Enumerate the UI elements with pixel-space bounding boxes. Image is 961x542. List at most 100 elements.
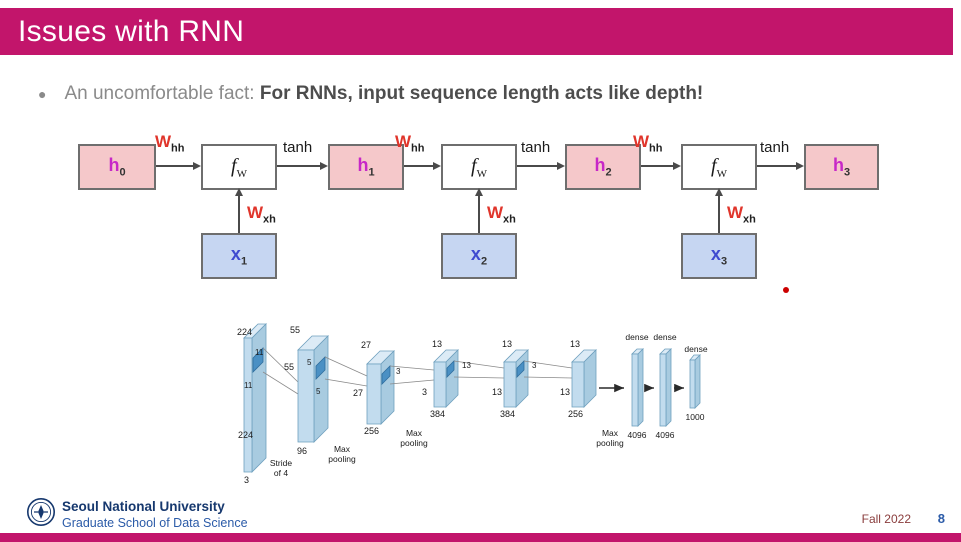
cnn-dense2 <box>659 348 672 427</box>
h0-box: h0 <box>78 144 156 190</box>
cnn-label: 5 <box>316 387 321 396</box>
layer-face <box>366 363 382 425</box>
arrow-f3-to-h3 <box>757 162 804 170</box>
layer-face <box>571 361 585 408</box>
f-w-box-3: fW <box>681 144 757 190</box>
title-bar: Issues with RNN <box>0 8 953 55</box>
h0-label: h0 <box>108 155 126 179</box>
cone-line <box>389 379 435 385</box>
cnn-label: 1000 <box>686 412 705 422</box>
layer-face <box>631 353 639 427</box>
slide-title: Issues with RNN <box>18 14 245 48</box>
cone-line <box>453 376 505 379</box>
cursor-dot <box>783 287 789 293</box>
f-w-box-2: fW <box>441 144 517 190</box>
h2-label: h2 <box>594 155 612 179</box>
cnn-conv2-layer <box>366 350 435 425</box>
tanh-label-2: tanh <box>521 139 551 156</box>
layer-face <box>637 348 644 427</box>
arrow-h1-to-f2 <box>404 162 441 170</box>
conv-kernel <box>516 360 525 378</box>
cnn-label: of 4 <box>274 468 288 478</box>
w-xh-label-2: Wxh <box>487 203 516 226</box>
layer-face <box>251 323 267 473</box>
cnn-label: dense <box>653 332 676 342</box>
w-hh-label-2: Whh <box>395 132 425 155</box>
cnn-label: 11 <box>255 348 264 357</box>
bullet-text: An uncomfortable fact: For RNNs, input s… <box>64 82 703 106</box>
cnn-label: 256 <box>364 426 379 436</box>
w-hh-label-3: Whh <box>633 132 663 155</box>
cone-line <box>262 347 299 383</box>
h2-box: h2 <box>565 144 641 190</box>
layer-face <box>659 353 667 427</box>
footer-school: Graduate School of Data Science <box>62 516 248 530</box>
cnn-label: 13 <box>502 339 512 349</box>
cnn-label: 13 <box>560 387 570 397</box>
cnn-input-layer <box>243 323 299 473</box>
arrow-f1-to-h1 <box>277 162 328 170</box>
layer-face <box>297 349 315 443</box>
cnn-label: 3 <box>422 387 427 397</box>
cnn-label: 3 <box>396 367 401 376</box>
bullet-text-normal: An uncomfortable fact: <box>64 83 260 104</box>
cnn-label: 4096 <box>628 430 647 440</box>
arrow-x2-to-f2 <box>475 188 483 233</box>
cone-line <box>324 378 368 387</box>
cnn-label: 224 <box>238 430 253 440</box>
cnn-label: 96 <box>297 446 307 456</box>
conv-kernel <box>252 347 264 373</box>
h1-label: h1 <box>357 155 375 179</box>
conv-kernel <box>315 356 326 380</box>
layer-face <box>380 350 395 425</box>
arrow-f2-to-h2 <box>517 162 565 170</box>
footer-term: Fall 2022 <box>861 512 911 526</box>
x1-label: x1 <box>230 244 248 268</box>
cone-line <box>453 360 505 369</box>
cnn-dense1 <box>631 348 644 427</box>
cnn-diagram: 224 11 11 224 3 Stride of 4 55 55 5 5 96… <box>237 323 708 485</box>
cnn-label: 13 <box>492 387 502 397</box>
page-number: 8 <box>937 511 945 526</box>
cnn-label: 27 <box>353 388 363 398</box>
cnn-label: pooling <box>400 438 428 448</box>
cnn-conv1-layer <box>297 335 368 443</box>
arrow-h0-to-f1 <box>156 162 201 170</box>
h3-label: h3 <box>832 155 851 179</box>
cnn-label: 224 <box>237 327 252 337</box>
arrow-x1-to-f1 <box>235 188 243 233</box>
cnn-label: Max <box>602 428 619 438</box>
cnn-conv3-layer <box>433 349 505 408</box>
cnn-label: 384 <box>430 409 445 419</box>
cnn-label: dense <box>684 344 707 354</box>
f-w-label-3: fW <box>711 154 727 180</box>
w-xh-label-1: Wxh <box>247 203 276 226</box>
layer-face <box>665 348 672 427</box>
cnn-label: 5 <box>307 358 312 367</box>
x3-box: x3 <box>681 233 757 279</box>
layer-face <box>694 354 701 409</box>
f-w-label-1: fW <box>231 154 247 180</box>
cnn-conv4-layer <box>503 349 573 408</box>
cone-line <box>262 371 299 395</box>
layer-face <box>689 359 696 409</box>
cnn-label: pooling <box>328 454 356 464</box>
cnn-label: 4096 <box>656 430 675 440</box>
cnn-label: Max <box>334 444 351 454</box>
arrow-h2-to-f3 <box>641 162 681 170</box>
cnn-label: 55 <box>284 362 294 372</box>
cone-line <box>523 376 573 379</box>
arrow-x3-to-f3 <box>715 188 723 233</box>
cnn-label: 256 <box>568 409 583 419</box>
snu-logo <box>27 498 55 526</box>
cone-line <box>389 365 435 371</box>
f-w-box-1: fW <box>201 144 277 190</box>
x3-label: x3 <box>710 244 728 268</box>
cnn-label: 55 <box>290 325 300 335</box>
x2-box: x2 <box>441 233 517 279</box>
cone-line <box>523 360 573 369</box>
footer-university: Seoul National University <box>62 499 225 514</box>
layer-face <box>243 337 253 473</box>
